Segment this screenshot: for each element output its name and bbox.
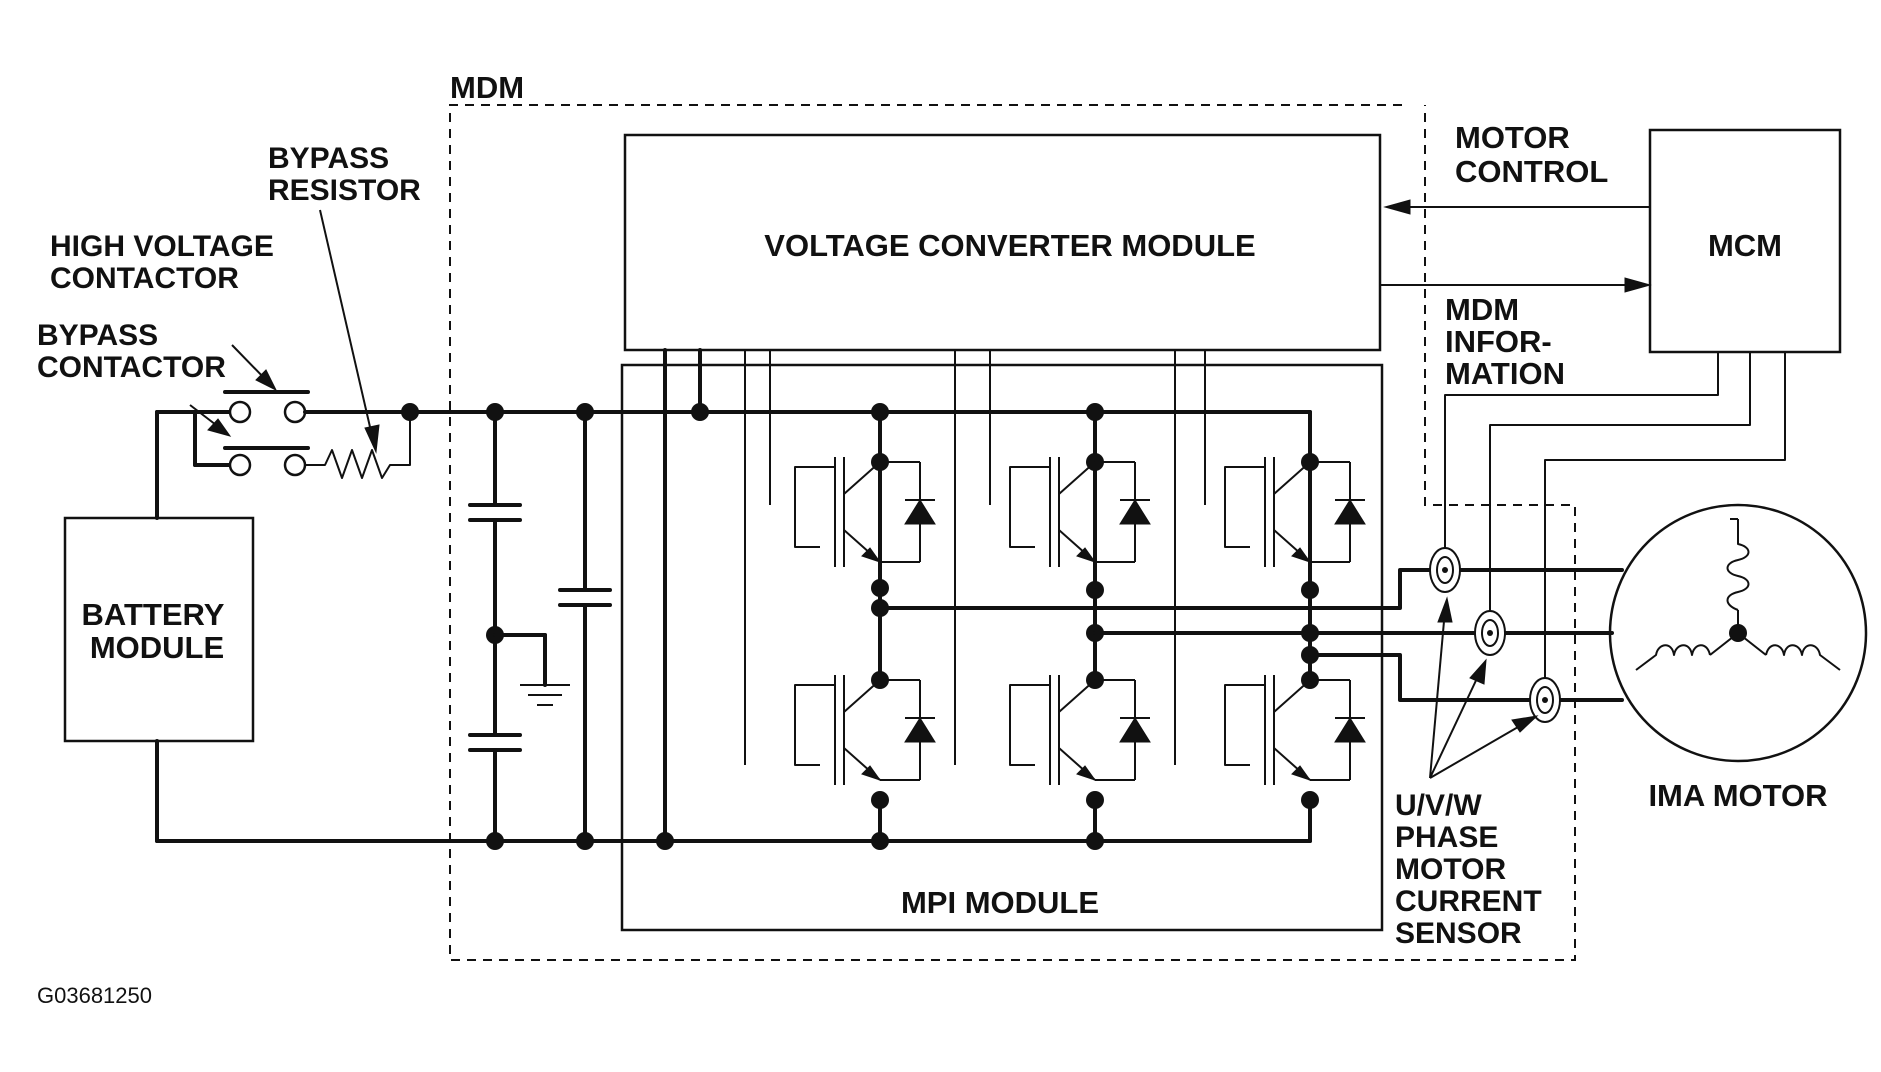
bypass-resistor-label: BYPASS RESISTOR bbox=[268, 142, 421, 207]
inverter-leg-v bbox=[1009, 403, 1151, 850]
ima-motor-symbol bbox=[1608, 503, 1868, 763]
voltage-converter-module-box bbox=[623, 133, 1382, 352]
inverter-leg-u bbox=[794, 403, 936, 850]
mdm-label: MDM bbox=[450, 70, 524, 105]
battery-module-label: BATTERY MODULE bbox=[81, 597, 232, 665]
mdm-boundary bbox=[449, 104, 1576, 961]
mcm-label: MCM bbox=[1708, 228, 1782, 263]
inverter-leg-w bbox=[1224, 410, 1366, 843]
mcm-signal-wires bbox=[1380, 199, 1786, 678]
high-voltage-contactor-label: HIGH VOLTAGE CONTACTOR bbox=[50, 230, 282, 295]
phase-current-sensor-label: U/V/W PHASE MOTOR CURRENT SENSOR bbox=[1395, 789, 1550, 950]
motor-control-label: MOTOR CONTROL bbox=[1455, 120, 1608, 189]
battery-contactor-circuit bbox=[155, 390, 412, 843]
bypass-contactor-label: BYPASS CONTACTOR bbox=[37, 319, 226, 384]
mdm-information-label: MDM INFOR- MATION bbox=[1445, 292, 1565, 391]
dc-link-capacitors bbox=[468, 403, 612, 850]
figure-code: G03681250 bbox=[37, 983, 152, 1008]
mpi-module-box bbox=[620, 363, 1384, 932]
phase-output-wires bbox=[878, 568, 1612, 702]
mpi-module-label: MPI MODULE bbox=[901, 885, 1099, 920]
voltage-converter-module-label: VOLTAGE CONVERTER MODULE bbox=[764, 228, 1255, 263]
converter-feed-wires bbox=[656, 348, 1206, 850]
ima-motor-label: IMA MOTOR bbox=[1648, 778, 1827, 813]
sensor-pointer-arrows bbox=[1429, 596, 1539, 779]
mcm-box bbox=[1648, 128, 1842, 354]
